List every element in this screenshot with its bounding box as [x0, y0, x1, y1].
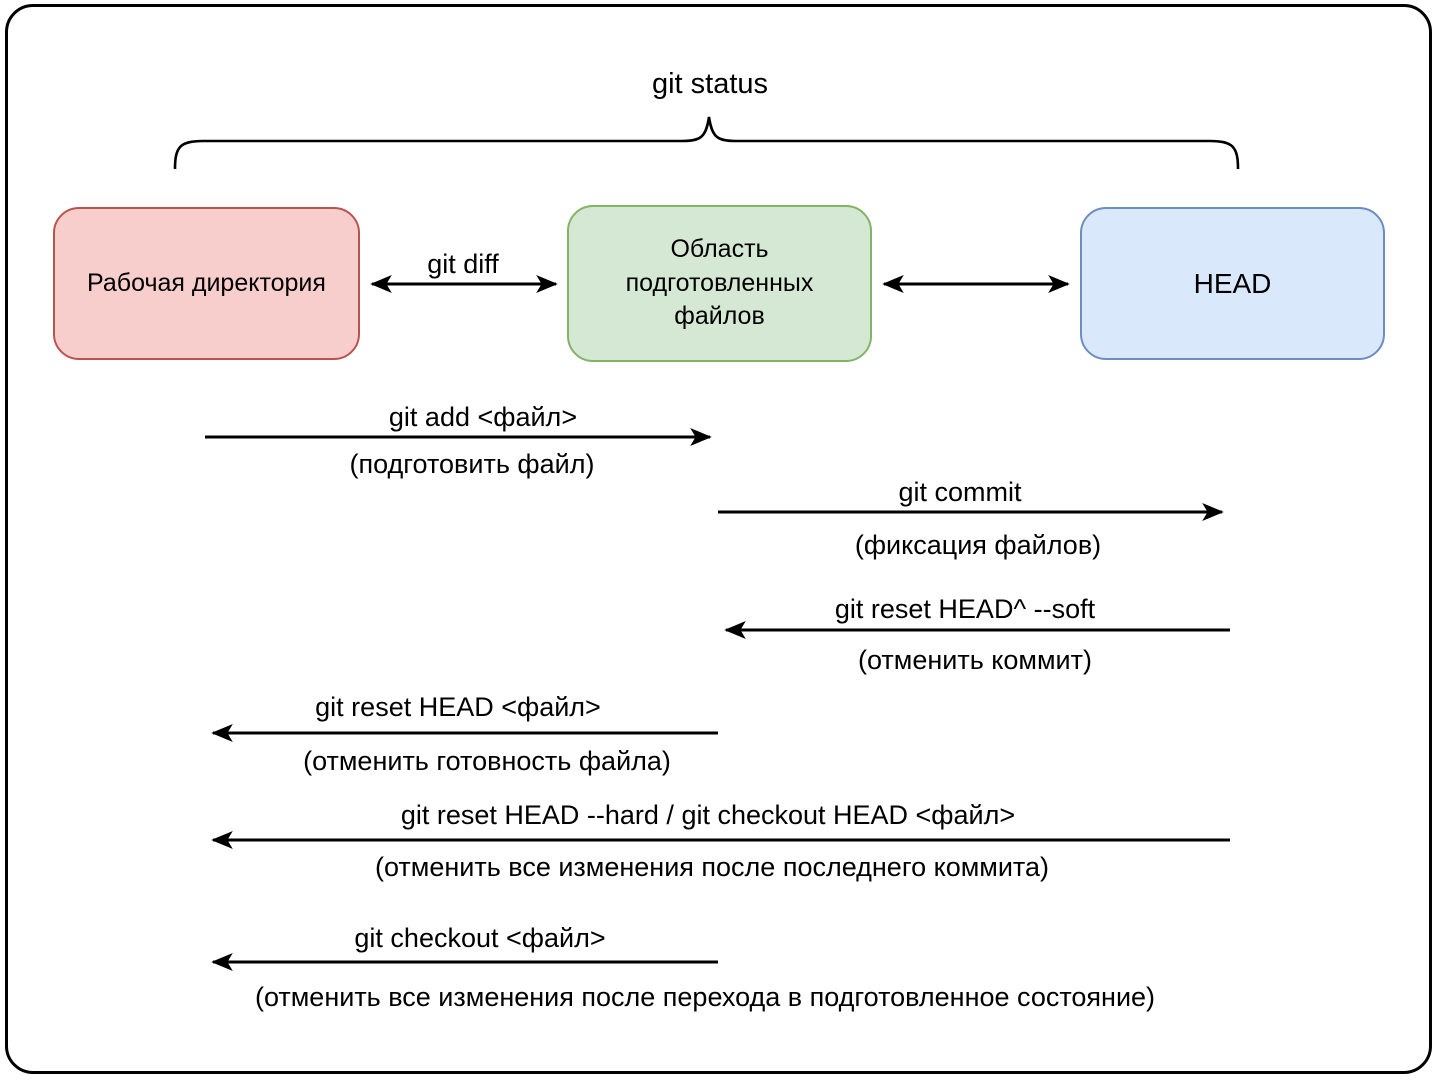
git-reset-hard-description: (отменить все изменения после последнего… — [374, 852, 1050, 882]
git-reset-soft-command: git reset HEAD^ --soft — [834, 594, 1096, 624]
box-staging-area-label: Область подготовленных файлов — [625, 234, 814, 331]
git-reset-file-command: git reset HEAD <файл> — [315, 692, 601, 722]
box-working-directory-label: Рабочая директория — [87, 268, 326, 297]
diagram-border — [5, 4, 1432, 1074]
git-commit-command: git commit — [898, 477, 1022, 507]
git-add-command: git add <файл> — [388, 402, 578, 432]
git-reset-file-description: (отменить готовность файла) — [303, 746, 671, 776]
git-checkout-command: git checkout <файл> — [354, 923, 606, 953]
box-head: HEAD — [1080, 207, 1385, 360]
box-head-label: HEAD — [1193, 267, 1272, 299]
git-reset-hard-command: git reset HEAD --hard / git checkout HEA… — [400, 800, 1016, 830]
git-checkout-description: (отменить все изменения после перехода в… — [254, 982, 1156, 1012]
box-working-directory: Рабочая директория — [53, 207, 360, 360]
diagram-title: git status — [651, 68, 769, 100]
box-staging-area: Область подготовленных файлов — [567, 205, 872, 362]
git-diff-label: git diff — [427, 249, 499, 279]
git-commit-description: (фиксация файлов) — [854, 530, 1102, 560]
git-add-description: (подготовить файл) — [349, 449, 595, 479]
git-status-brace — [173, 116, 1240, 170]
git-reset-soft-description: (отменить коммит) — [858, 645, 1092, 675]
